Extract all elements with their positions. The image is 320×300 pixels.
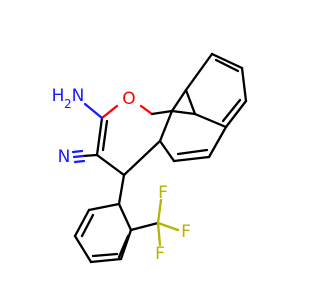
- amino-n-label: N: [72, 86, 85, 106]
- amino-h-label: H: [52, 86, 65, 106]
- amino-subscript-label: 2: [64, 97, 72, 111]
- fluorine-label-bottom: F: [155, 244, 165, 264]
- pyran-ring: [95, 104, 174, 177]
- naphthalene-ring: [158, 52, 248, 163]
- trifluoromethyl-group: [129, 198, 180, 247]
- amino-group: [83, 102, 104, 120]
- atom-labels: H 2 N O N F F F: [52, 86, 191, 264]
- ring-oxygen-label: O: [122, 89, 135, 109]
- fluorine-label-top: F: [158, 183, 168, 203]
- phenyl-ring: [73, 173, 133, 264]
- nitrile-n-label: N: [58, 147, 71, 167]
- fluorine-label-right: F: [181, 222, 191, 242]
- nitrile-group: [71, 149, 99, 164]
- molecule-structure-diagram: H 2 N O N F F F: [52, 52, 248, 264]
